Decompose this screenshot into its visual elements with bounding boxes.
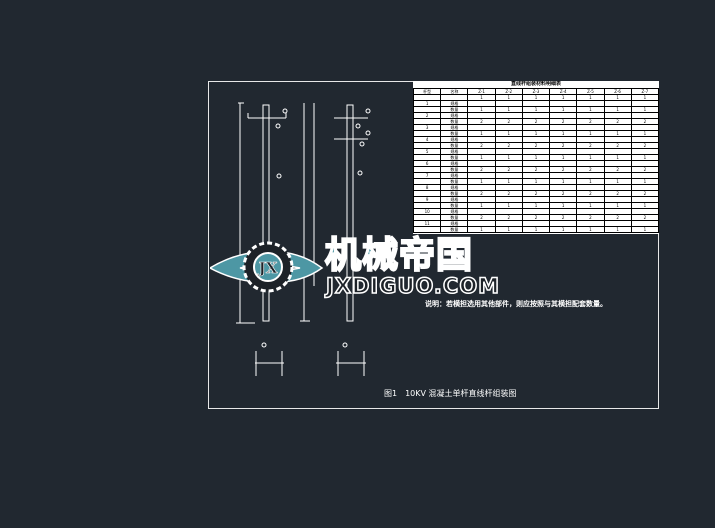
watermark-text-cn: 机械帝国 xyxy=(324,235,474,276)
table-cell: 1 xyxy=(630,226,659,233)
pole-drawings xyxy=(236,102,371,376)
drawing-note: 说明：若横担选用其他部件，则应按照与其横担配套数量。 xyxy=(425,300,607,308)
drawing-caption: 图1 10KV 混凝土单杆直线杆组装图 xyxy=(384,389,517,398)
table-title: 直线杆组装材料明细表 xyxy=(510,81,561,87)
table-cell: 1 xyxy=(576,226,605,233)
pole-right xyxy=(300,103,371,376)
watermark-text-en: JXDIGUO.COM xyxy=(325,274,501,298)
table-cell: 1 xyxy=(549,226,578,233)
table-cell: 1 xyxy=(521,226,551,233)
watermark-logo-icon: JX xyxy=(210,241,324,293)
pole-left xyxy=(236,102,288,376)
table-cell: 1 xyxy=(603,226,632,233)
watermark-logo-text: JX xyxy=(257,259,278,277)
